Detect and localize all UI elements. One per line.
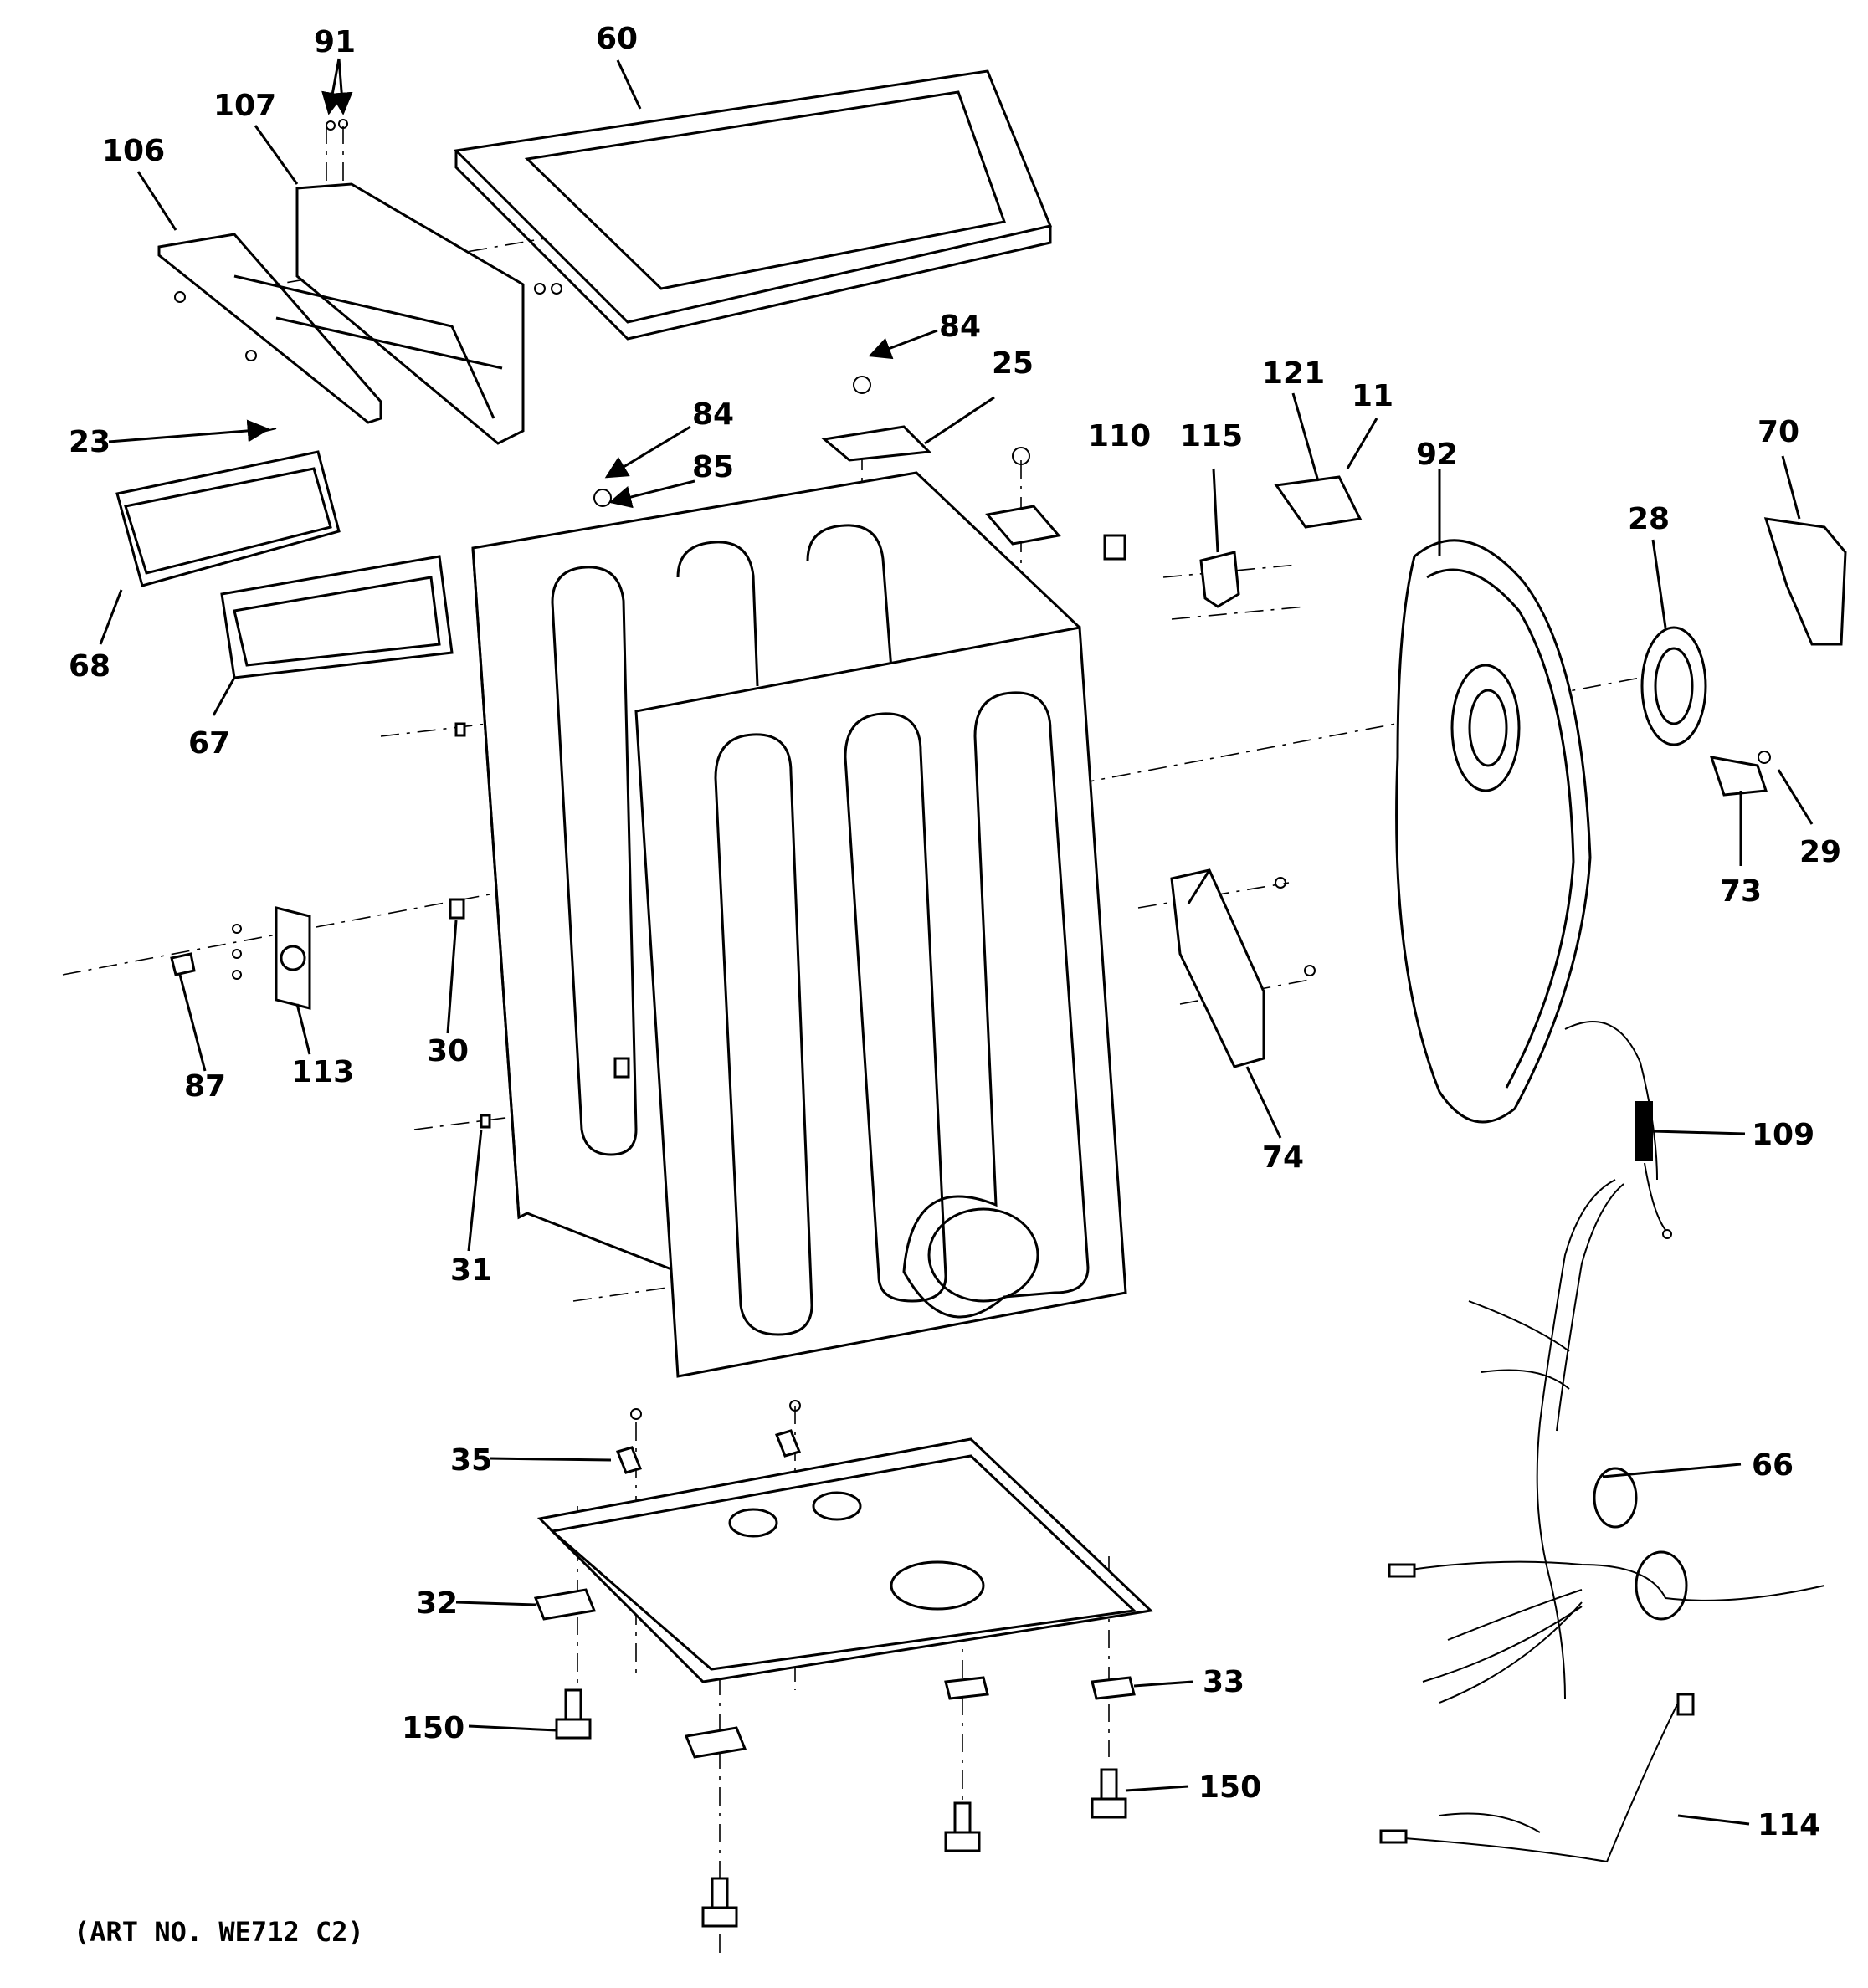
callout-label: 92 (1416, 438, 1458, 472)
callout-label: 67 (188, 726, 230, 761)
callout-label: 85 (692, 450, 734, 484)
callout-label: 11 (1352, 379, 1393, 413)
cabinet-side-panels (471, 471, 1127, 1378)
callout-label: 110 (1088, 419, 1151, 453)
callout-label: 106 (102, 134, 165, 168)
callout-label: 150 (1198, 1770, 1261, 1805)
motor-mount-parts-87-113 (170, 722, 630, 1129)
callout-leaders (99, 58, 1814, 1826)
callout-label: 115 (1180, 419, 1243, 453)
sensor-part-109 (1564, 1021, 1672, 1239)
callout-label: 60 (596, 22, 638, 56)
callout-label: 68 (69, 649, 110, 684)
callout-label: 32 (416, 1586, 458, 1621)
top-lid-part-60 (453, 69, 1053, 341)
callout-label: 28 (1628, 502, 1670, 536)
base-pan-and-feet (533, 1400, 1154, 1928)
control-panel-parts-67-68 (115, 428, 454, 679)
callout-label: 150 (402, 1711, 464, 1745)
wire-harness-parts-66-114 (1379, 1179, 1825, 1863)
callout-label: 84 (939, 310, 981, 344)
callout-label: 107 (213, 89, 276, 123)
callout-label: 66 (1752, 1448, 1794, 1483)
callout-label: 109 (1752, 1118, 1814, 1152)
callout-label: 74 (1262, 1140, 1304, 1175)
callout-label: 23 (69, 425, 110, 459)
terminal-block-part-74 (1170, 868, 1316, 1068)
duct-and-seal-parts-70-28-73 (1640, 517, 1847, 797)
callout-label: 33 (1203, 1665, 1244, 1699)
callout-label: 70 (1758, 415, 1799, 449)
callout-label: 114 (1758, 1808, 1820, 1842)
callout-label: 121 (1262, 356, 1325, 391)
callout-label: 31 (450, 1253, 492, 1288)
control-bracket-parts-106-107 (157, 119, 562, 445)
callout-label: 25 (992, 346, 1034, 381)
callout-label: 84 (692, 397, 734, 432)
callout-label: 30 (427, 1034, 469, 1068)
small-switch-parts-110-115-121 (1103, 475, 1363, 608)
callout-label: 29 (1799, 835, 1841, 869)
art-number-label: (ART NO. WE712 C2) (74, 1916, 364, 1948)
callout-label: 73 (1720, 874, 1762, 909)
bracket-part-25 (593, 376, 1061, 546)
callout-label: 35 (450, 1443, 492, 1478)
callout-label: 113 (291, 1055, 354, 1089)
callout-label: 87 (184, 1069, 226, 1104)
drum-bulkhead-part-92 (1395, 539, 1592, 1124)
callout-label: 91 (314, 25, 356, 59)
callout-labels: 91 60 107 106 84 25 84 23 85 110 115 121… (69, 22, 1841, 1948)
